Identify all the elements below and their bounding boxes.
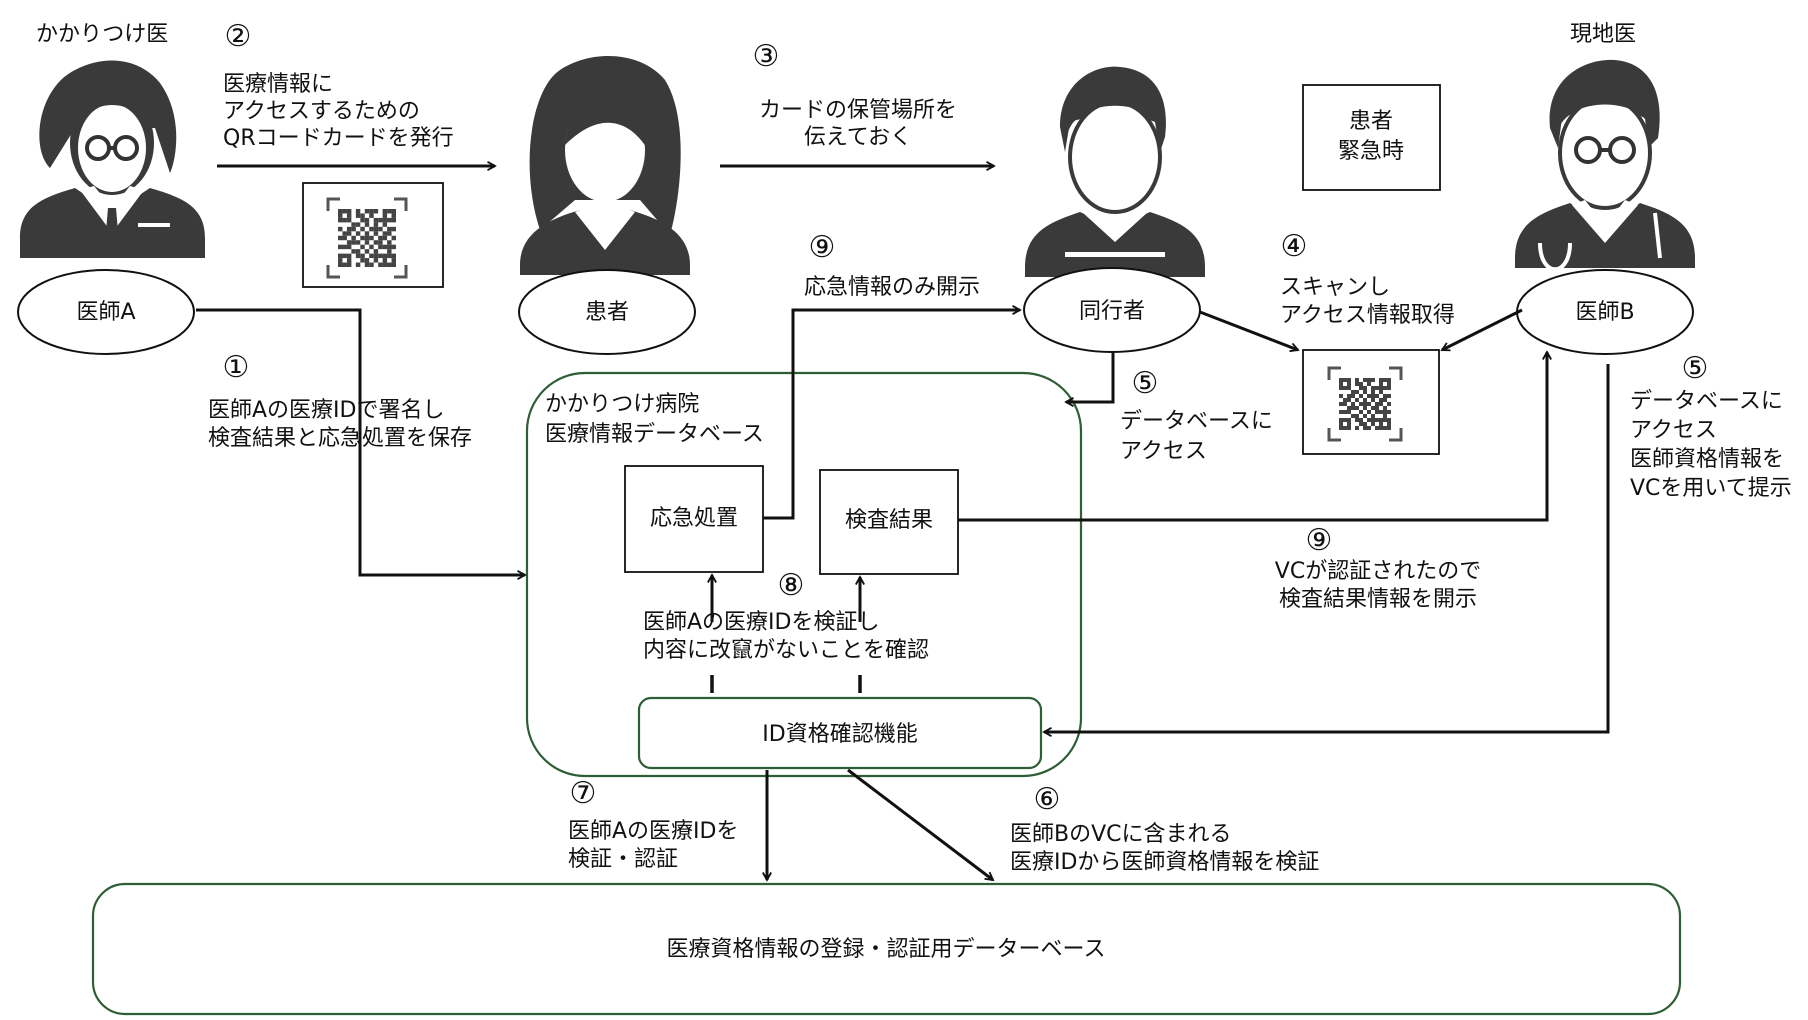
step2-line2: アクセスするための xyxy=(223,99,420,124)
doctor-a-label: 医師A xyxy=(76,300,135,325)
qr-code-icon xyxy=(1327,366,1403,442)
female-patient-icon xyxy=(520,56,690,275)
female-doctor-icon xyxy=(20,60,205,258)
arrow-disclose-emergency xyxy=(763,310,1020,520)
qr-card-box xyxy=(302,182,444,288)
step5b-line1: データベースに xyxy=(1630,389,1783,414)
step3-number: ③ xyxy=(753,39,780,74)
step5b-line4: VCを用いて提示 xyxy=(1630,476,1792,501)
test-results-box xyxy=(819,469,959,575)
qr-code-icon xyxy=(326,197,408,279)
step7-number: ⑦ xyxy=(570,776,597,811)
step2-number: ② xyxy=(225,19,252,54)
arrow-doctor-b-present-vc xyxy=(1044,364,1610,732)
step8-line1: 医師Aの医療IDを検証し xyxy=(643,610,879,635)
hospital-db-line2: 医療情報データベース xyxy=(545,422,764,447)
step5a-line1: データベースに xyxy=(1120,409,1273,434)
step3-line1: カードの保管場所を xyxy=(759,98,957,123)
step4-number: ④ xyxy=(1281,229,1308,264)
license-db-label: 医療資格情報の登録・認証用データーベース xyxy=(667,937,1106,962)
arrow-companion-access-db xyxy=(1066,352,1115,402)
step9a-line1: 応急情報のみ開示 xyxy=(804,275,980,300)
step2-line1: 医療情報に xyxy=(223,72,333,97)
step1-line1: 医師Aの医療IDで署名し xyxy=(208,398,444,423)
hospital-db-line1: かかりつけ病院 xyxy=(545,392,699,417)
step5a-line2: アクセス xyxy=(1120,439,1207,464)
genchi-label: 現地医 xyxy=(1570,22,1636,47)
step7-line1: 医師Aの医療IDを xyxy=(568,819,738,844)
patient-emergency-line2: 緊急時 xyxy=(1338,139,1404,164)
step2-line3: QRコードカードを発行 xyxy=(223,126,454,151)
step9b-line1: VCが認証されたので xyxy=(1275,559,1481,584)
doctor-a-node xyxy=(17,269,195,355)
doctor-b-label: 医師B xyxy=(1575,300,1634,325)
step9a-number: ⑨ xyxy=(809,230,836,265)
step5b-line2: アクセス xyxy=(1630,418,1717,443)
arrow-doctor-b-scan xyxy=(1442,308,1523,352)
step1-line2: 検査結果と応急処置を保存 xyxy=(208,426,472,451)
arrow-disclose-test-results xyxy=(958,352,1547,522)
step4-line2: アクセス情報取得 xyxy=(1280,303,1455,328)
step4-line1: スキャンし xyxy=(1280,275,1390,300)
arrow-companion-scan xyxy=(1199,310,1298,350)
step5b-line3: 医師資格情報を xyxy=(1630,447,1784,472)
patient-emergency-box xyxy=(1302,84,1441,191)
license-database-box xyxy=(91,882,1682,1016)
step5b-number: ⑤ xyxy=(1682,351,1709,386)
test-results-label: 検査結果 xyxy=(845,508,933,533)
step3-line2: 伝えておく xyxy=(804,125,912,150)
male-companion-icon xyxy=(1025,66,1205,277)
step6-line1: 医師BのVCに含まれる xyxy=(1010,822,1232,847)
patient-label: 患者 xyxy=(585,300,629,325)
male-doctor-with-stethoscope-icon xyxy=(1515,59,1695,272)
arrow-verify-doctor-b xyxy=(847,768,993,882)
id-check-function-box xyxy=(637,696,1043,770)
step5a-number: ⑤ xyxy=(1132,366,1159,401)
patient-node xyxy=(518,269,696,355)
step1-number: ① xyxy=(223,350,250,385)
step9b-line2: 検査結果情報を開示 xyxy=(1279,587,1477,612)
hospital-database-container xyxy=(525,371,1083,778)
step7-line2: 検証・認証 xyxy=(568,847,678,872)
companion-label: 同行者 xyxy=(1079,299,1145,324)
kakaritsuke-label: かかりつけ医 xyxy=(36,22,168,47)
id-check-label: ID資格確認機能 xyxy=(762,722,917,747)
step8-line2: 内容に改竄がないことを確認 xyxy=(643,638,929,663)
step9b-number: ⑨ xyxy=(1306,523,1333,558)
step6-line2: 医療IDから医師資格情報を検証 xyxy=(1010,850,1319,875)
step6-number: ⑥ xyxy=(1034,782,1061,817)
arrow-save-to-db xyxy=(196,308,525,575)
step8-number: ⑧ xyxy=(778,568,805,603)
patient-emergency-line1: 患者 xyxy=(1349,109,1393,134)
emergency-care-label: 応急処置 xyxy=(650,506,738,531)
